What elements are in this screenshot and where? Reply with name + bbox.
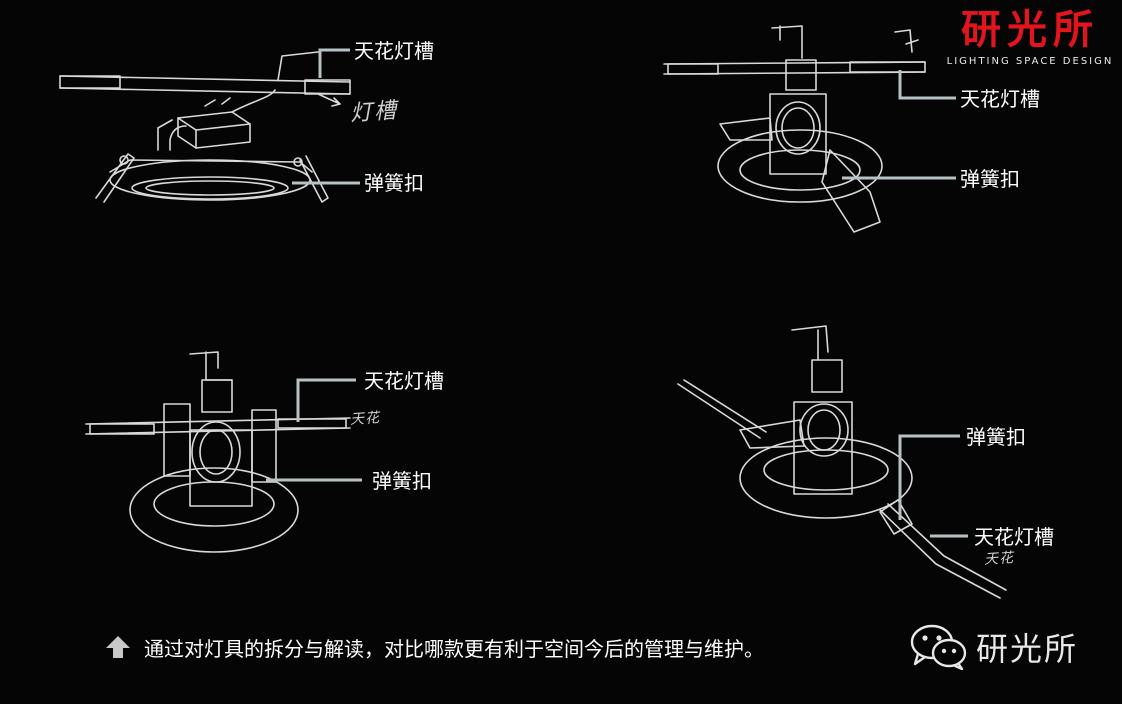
wechat-icon: [910, 624, 967, 670]
sketch-2-label-ceiling-slot: 天花灯槽: [960, 87, 1040, 111]
sketch-3: [85, 351, 362, 553]
sketch-4-label-ceiling-slot: 天花灯槽: [974, 525, 1054, 549]
logo-subtitle: LIGHTING SPACE DESIGN: [946, 56, 1114, 67]
sketch-1-handwritten-note: 灯槽: [349, 98, 400, 127]
sketch-4-label-spring-clip: 弹簧扣: [966, 425, 1026, 449]
wechat-watermark: 研光所: [910, 624, 1078, 670]
sketch-1: [59, 48, 360, 203]
up-arrow-icon: [106, 636, 130, 658]
logo-title: 研光所: [961, 7, 1099, 53]
sketch-1-label-ceiling-slot: 天花灯槽: [354, 39, 434, 63]
caption-text: 通过对灯具的拆分与解读，对比哪款更有利于空间今后的管理与维护。: [144, 636, 764, 661]
sketch-3-handwritten-note: 天花: [349, 409, 381, 429]
sketch-4-handwritten-note: 天花: [983, 549, 1015, 569]
caption: 通过对灯具的拆分与解读，对比哪款更有利于空间今后的管理与维护。: [104, 632, 764, 662]
sketch-2-label-spring-clip: 弹簧扣: [960, 167, 1020, 191]
brand-logo: 研光所 LIGHTING SPACE DESIGN: [942, 8, 1118, 67]
sketch-1-label-spring-clip: 弹簧扣: [364, 171, 424, 195]
sketch-3-label-ceiling-slot: 天花灯槽: [364, 369, 444, 393]
wechat-account-name: 研光所: [976, 630, 1079, 668]
sketch-3-label-spring-clip: 弹簧扣: [372, 469, 432, 493]
sketch-4: [677, 325, 1007, 599]
sketch-2: [663, 25, 956, 233]
